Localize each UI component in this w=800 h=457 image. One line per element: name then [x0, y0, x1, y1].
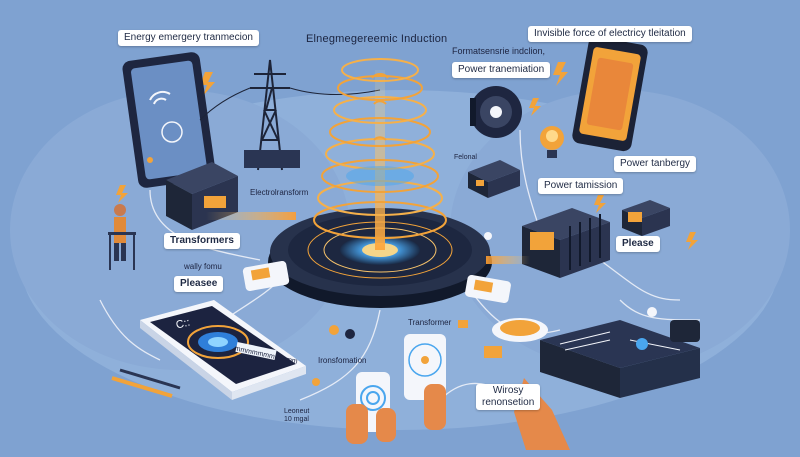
engineer-figure [108, 204, 136, 270]
label-wireless-transmission: Wirosy renonsetion [476, 384, 541, 410]
label-electrotransform: Electrolransform [250, 188, 309, 197]
smartphone-top-right [572, 36, 648, 152]
bottom-note-2: 10 mgal [284, 416, 309, 423]
label-power-tanbergy: Power tanbergy [614, 156, 697, 172]
label-transformers: Transformers [164, 233, 240, 249]
label-formatsten: Formatsensrie indclion, [452, 46, 546, 56]
transmission-tower [199, 59, 381, 171]
tablet-device [122, 52, 216, 188]
power-chips [242, 232, 511, 386]
label-please-right: Please [616, 236, 660, 252]
energy-ray-right [486, 256, 530, 264]
smartphone-left [140, 300, 306, 400]
pens [111, 368, 181, 398]
light-bulb [540, 126, 564, 158]
label-please-left: Pleasee [174, 276, 224, 292]
bottom-note-1: Leoneut [284, 408, 310, 415]
hand-with-phone-right [404, 334, 446, 430]
label-power-transmission: Power tranemiation [452, 62, 551, 78]
small-label-felonal: Felonal [454, 154, 477, 161]
energy-ray-left [206, 212, 296, 220]
wireless-pad-small [492, 318, 548, 342]
battery-pack-right [622, 200, 670, 236]
open-book [540, 307, 700, 398]
charging-module [468, 160, 520, 198]
label-transformer: Transformer [408, 318, 452, 327]
label-wireless-line-1: Wirosy [492, 385, 524, 396]
label-wireless-line-2: renonsetion [482, 397, 535, 408]
hand-with-phone-center [346, 372, 396, 444]
label-power-tamission: Power tamission [538, 178, 624, 194]
lightning-bolts [116, 62, 698, 250]
transformer-box-right [522, 208, 610, 278]
induction-coils [313, 58, 447, 250]
label-invisible-force: Invisible force of electricy tleitation [528, 26, 692, 42]
label-wallyfomo: wally fomu [184, 262, 222, 271]
label-ironation: Ironsfomation [318, 356, 367, 365]
label-energy-transmission: Energy emergery tranmecion [118, 30, 259, 46]
power-coil-device [470, 86, 522, 138]
page-title: Elnegmegereemic Induction [306, 33, 448, 45]
